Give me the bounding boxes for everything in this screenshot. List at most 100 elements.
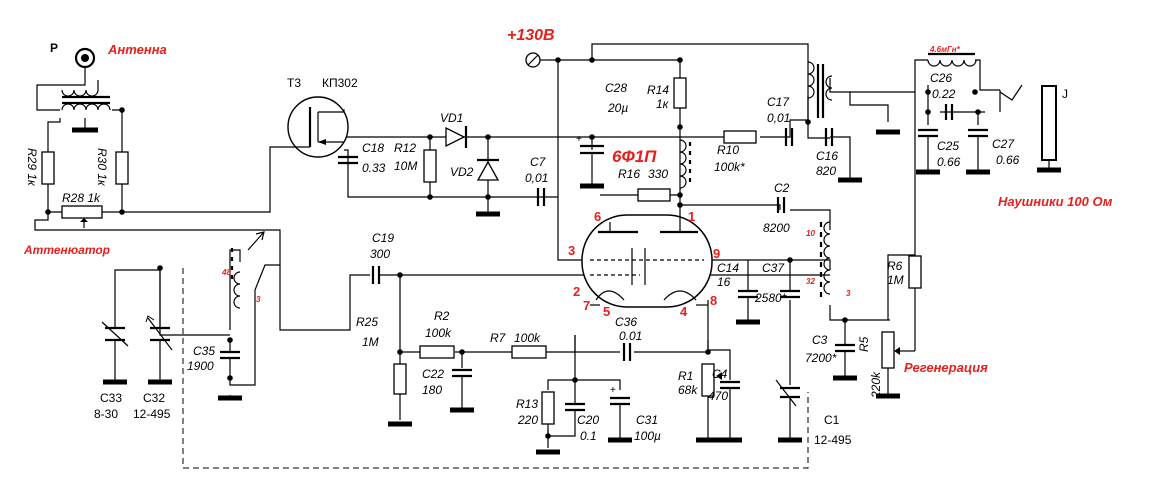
- svg-text:+: +: [576, 134, 582, 145]
- r5-label: R5: [857, 336, 871, 352]
- r14-resistor: [673, 77, 687, 109]
- tube-pin-8: 8: [710, 293, 717, 308]
- coil-tap-3a: 3: [256, 295, 261, 304]
- vd2-diode: [476, 158, 500, 181]
- c35-capacitor: [220, 350, 240, 360]
- c4-capacitor: [720, 380, 740, 390]
- c18-label: C18: [362, 141, 384, 155]
- tube-pin-5: 5: [603, 304, 610, 319]
- c36-label: C36: [615, 315, 637, 329]
- c18-capacitor: [338, 155, 358, 165]
- c25-label: C25: [937, 139, 959, 153]
- input-transformer: [61, 80, 111, 111]
- transistor-icon: [287, 96, 349, 158]
- r16-resistor: [637, 188, 671, 202]
- c17-capacitor: [784, 128, 794, 146]
- c3-value: 7200*: [805, 351, 837, 365]
- antenna-label: Антенна: [107, 42, 167, 57]
- r13-value: 220: [517, 413, 538, 427]
- c25-capacitor: [918, 128, 938, 138]
- r5-potentiometer: [881, 331, 895, 369]
- r30-resistor: [115, 151, 129, 185]
- antenna-icon: [74, 47, 96, 69]
- c16-value: 820: [816, 164, 836, 178]
- coil-tap-10: 10: [806, 229, 815, 238]
- r2-resistor: [419, 345, 455, 359]
- c14-label: C14: [717, 261, 739, 275]
- c28-label: C28: [605, 81, 627, 95]
- c20-value: 0.1: [580, 429, 597, 443]
- c33-value: 8-30: [94, 407, 118, 421]
- coil-tap-3b: 3: [846, 289, 851, 298]
- headphone-choke: [927, 52, 977, 67]
- r25-resistor: [393, 363, 407, 395]
- r2-value: 100k: [425, 326, 452, 340]
- c26-capacitor: [944, 104, 954, 120]
- c2-value: 8200: [763, 221, 790, 235]
- tube-pin-1: 1: [688, 209, 695, 224]
- vd2-label: VD2: [450, 165, 474, 179]
- c7-label: C7: [530, 155, 547, 169]
- headphones-icon: [1037, 85, 1061, 173]
- feedback-coil: [819, 221, 831, 297]
- c26-value: 0.22: [932, 87, 956, 101]
- c27-capacitor: [968, 128, 988, 138]
- transistor-type: КП302: [322, 76, 358, 90]
- c25-value: 0.66: [937, 155, 961, 169]
- c19-value: 300: [370, 247, 390, 261]
- r2-label: R2: [434, 309, 450, 323]
- r12-resistor: [423, 149, 437, 183]
- c18-value: 0.33: [362, 161, 386, 175]
- c3-label: C3: [812, 333, 828, 347]
- transistor-name: T3: [287, 76, 301, 90]
- c37-capacitor: [780, 289, 800, 299]
- r6-value: 1M: [887, 273, 904, 287]
- vd1-diode: [445, 126, 468, 148]
- r25-label: R25: [356, 315, 378, 329]
- c26-label: C26: [930, 71, 952, 85]
- r10-label: R10: [717, 143, 739, 157]
- loop-coil: [230, 231, 265, 309]
- c17-value: 0,01: [767, 111, 790, 125]
- r10-value: 100k*: [714, 160, 745, 174]
- r7-value: 100k: [514, 331, 541, 345]
- vd1-label: VD1: [440, 111, 463, 125]
- svg-text:+: +: [610, 385, 616, 396]
- attenuator-label: Аттенюатор: [23, 243, 110, 257]
- terminal-icon: [525, 52, 541, 68]
- c22-value: 180: [422, 383, 442, 397]
- tube-pin-9: 9: [713, 246, 720, 261]
- r12-label: R12: [394, 141, 416, 155]
- c31-value: 100µ: [634, 429, 661, 443]
- tube-pin-6: 6: [594, 209, 601, 224]
- c35-value: 1900: [187, 359, 214, 373]
- antenna-connector-label: P: [50, 41, 58, 55]
- c36-value: 0.01: [619, 329, 642, 343]
- wires: [34, 43, 1001, 448]
- r29-resistor: [41, 151, 55, 185]
- c22-label: C22: [422, 367, 444, 381]
- r7-label: R7: [490, 331, 507, 345]
- c27-value: 0.66: [996, 153, 1020, 167]
- r13-label: R13: [516, 397, 538, 411]
- c33-label: C33: [100, 391, 122, 405]
- c1-variable-capacitor: [775, 379, 800, 407]
- r28-label: R28 1k: [62, 191, 101, 205]
- tube-pin-3: 3: [568, 243, 575, 258]
- tube-pin-2: 2: [573, 284, 580, 299]
- c20-capacitor: [565, 402, 585, 412]
- r10-resistor: [723, 130, 757, 144]
- junctions: [45, 57, 981, 439]
- r6-resistor: [908, 255, 922, 289]
- c7-capacitor: [536, 188, 546, 206]
- r28-potentiometer: [61, 205, 103, 219]
- regeneration-label: Регенерация: [904, 360, 988, 375]
- c31-label: C31: [636, 413, 658, 427]
- phones-connector-label: J: [1062, 87, 1068, 101]
- c20-label: C20: [577, 413, 599, 427]
- r25-value: 1M: [362, 335, 379, 349]
- output-transformer: [807, 61, 833, 118]
- coil-tap-32: 32: [806, 277, 815, 286]
- c35-label: C35: [193, 344, 215, 358]
